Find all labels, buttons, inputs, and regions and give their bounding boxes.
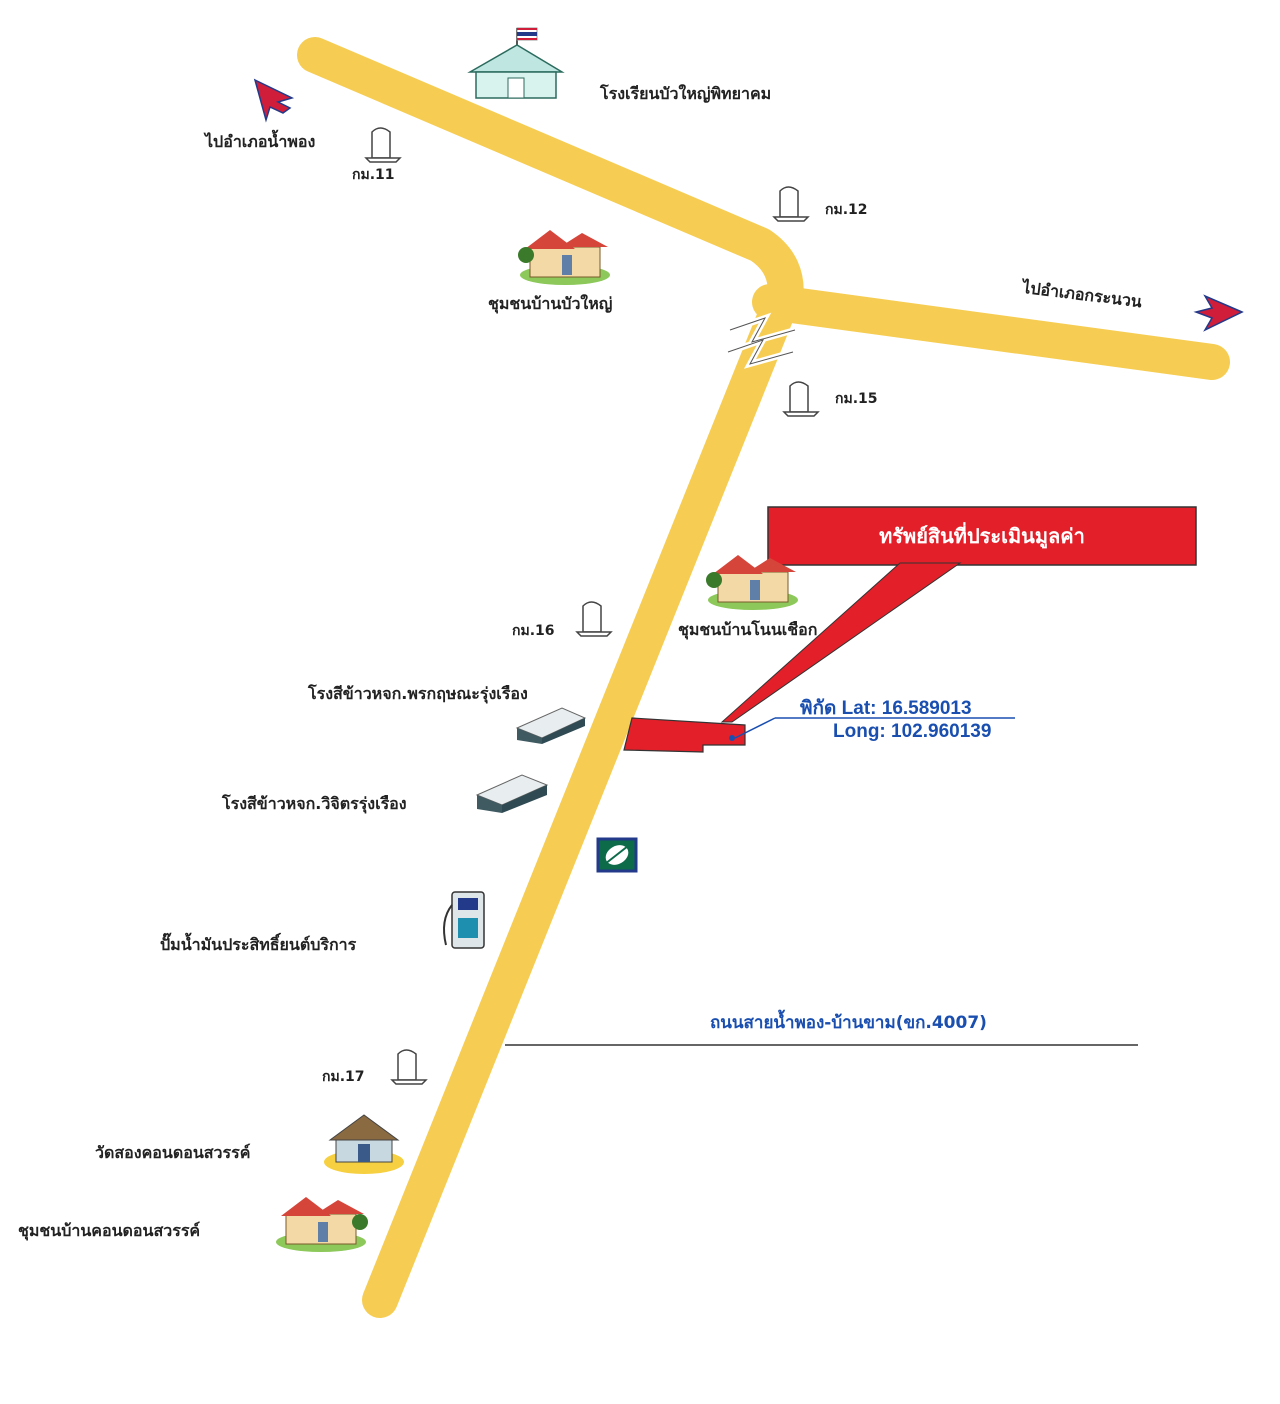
property-label: ทรัพย์สินที่ประเมินมูลค่า — [879, 524, 1085, 548]
property-label-box — [767, 506, 1197, 566]
label-community-nonchueak: ชุมชนบ้านโนนเชือก — [678, 620, 818, 639]
coordinate-long: Long: 102.960139 — [833, 721, 992, 742]
property-parcel — [623, 717, 746, 753]
label-km-17: กม.17 — [322, 1069, 365, 1085]
gas-pump-icon — [443, 891, 485, 949]
km-post-icon — [575, 601, 613, 637]
road-main — [362, 292, 796, 1318]
house-icon — [518, 230, 610, 285]
label-km-11: กม.11 — [352, 167, 395, 183]
coordinate-leader — [734, 717, 776, 739]
house-icon — [276, 1197, 368, 1252]
label-temple: วัดสองคอนดอนสวรรค์ — [95, 1143, 251, 1162]
school-icon — [467, 27, 565, 99]
label-km-16: กม.16 — [512, 623, 555, 639]
arrow-northwest-icon — [253, 78, 295, 123]
label-rice-mill-2: โรงสีข้าวหจก.วิจิตรรุ่งเรือง — [222, 794, 407, 813]
km-post-icon — [390, 1049, 428, 1085]
km-post-icon — [364, 127, 402, 163]
road-break-lines — [727, 317, 796, 365]
label-km-15: กม.15 — [835, 391, 878, 407]
coordinate-lat: พิกัด Lat: 16.589013 — [800, 698, 972, 719]
callout-pointer — [720, 562, 962, 723]
property-point — [729, 735, 735, 741]
label-road-name: ถนนสายน้ำพอง-บ้านขาม(ขก.4007) — [710, 1013, 987, 1033]
temple-icon — [324, 1114, 404, 1174]
label-community-dondon: ชุมชนบ้านคอนดอนสวรรค์ — [18, 1221, 201, 1240]
rice-mill-icon — [515, 707, 587, 744]
label-gas-station: ปั๊มน้ำมันประสิทธิ์ยนต์บริการ — [160, 935, 357, 954]
label-rice-mill-1: โรงสีข้าวหจก.พรกฤษณะรุ่งเรือง — [308, 684, 528, 703]
bank-logo-icon — [596, 837, 638, 873]
label-km-12: กม.12 — [825, 202, 868, 218]
km-post-icon — [772, 186, 810, 222]
label-direction-nam-phong: ไปอำเภอน้ำพอง — [205, 132, 316, 151]
km-marker-icons — [364, 127, 820, 1085]
label-school: โรงเรียนบัวใหญ่พิทยาคม — [600, 84, 772, 103]
km-post-icon — [782, 381, 820, 417]
house-icon — [706, 555, 798, 610]
rice-mill-icon — [475, 774, 549, 813]
arrow-east-icon — [1193, 294, 1244, 332]
road-east — [752, 284, 1230, 380]
label-community-buayai: ชุมชนบ้านบัวใหญ่ — [488, 294, 613, 313]
